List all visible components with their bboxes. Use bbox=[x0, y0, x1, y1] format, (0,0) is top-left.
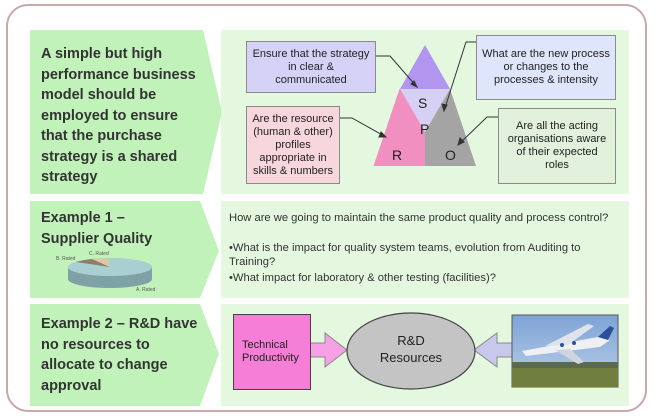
question-3: •What impact for laboratory & other test… bbox=[229, 272, 496, 284]
connector-lines bbox=[340, 41, 498, 146]
pie-label-a: A. Rated bbox=[136, 287, 156, 293]
row1-label: A simple but high performance business m… bbox=[41, 46, 196, 185]
row3-label: Example 2 – R&D have no resources to all… bbox=[41, 316, 198, 394]
arrow-left-blue bbox=[473, 332, 513, 368]
rd-label-line2: Resources bbox=[379, 350, 443, 365]
triangle-label-o: O bbox=[445, 147, 456, 163]
triangle-label-s: S bbox=[418, 95, 428, 111]
triangle-label-r: R bbox=[392, 147, 403, 163]
pie-label-b: B. Rated bbox=[56, 256, 76, 262]
rd-ellipse bbox=[346, 312, 476, 390]
pie-label-c: C. Rated bbox=[89, 251, 109, 257]
row1-chevron bbox=[30, 30, 222, 194]
question-1: How are we going to maintain the same pr… bbox=[229, 212, 609, 224]
triangle-label-p: P bbox=[420, 121, 430, 137]
row3-chevron bbox=[30, 304, 219, 406]
triangle-p bbox=[400, 89, 450, 132]
question-2: •What is the impact for quality system t… bbox=[229, 242, 581, 268]
technical-productivity-box: Technical Productivity bbox=[233, 314, 311, 390]
o-box: Are all the acting organisations aware o… bbox=[498, 108, 616, 184]
triangle-r-fill bbox=[374, 89, 425, 166]
s-box: Ensure that the strategy in clear & comm… bbox=[246, 41, 376, 93]
triangle-s bbox=[400, 45, 450, 89]
row2-panel bbox=[221, 201, 629, 298]
triangle-o bbox=[425, 89, 476, 166]
rd-label-line1: R&D bbox=[397, 333, 425, 348]
row2-label-line2: Supplier Quality bbox=[41, 231, 153, 247]
r-box: Are the resource (human & other) profile… bbox=[246, 106, 340, 184]
row2-label-line1: Example 1 – bbox=[41, 210, 125, 226]
p-box: What are the new process or changes to t… bbox=[476, 35, 616, 100]
arrow-right-pink bbox=[309, 331, 348, 369]
